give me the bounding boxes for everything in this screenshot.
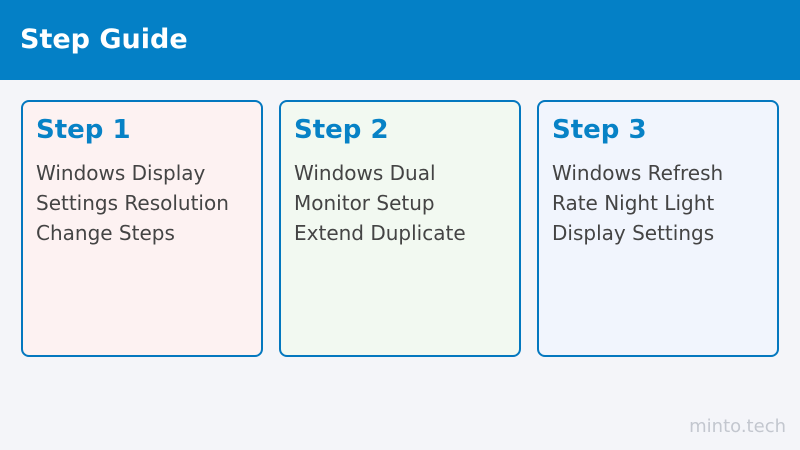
step-card-body-line: Windows Refresh [552,161,724,185]
step-card-body-line: Monitor Setup [294,191,435,215]
brand-watermark: minto.tech [689,416,786,437]
step-card-body-line: Display Settings [552,221,715,245]
step-card-title: Step 2 [294,115,389,145]
step-card-body-line: Windows Dual [294,161,436,185]
header-bar: Step Guide [0,0,800,80]
step-card-body: Windows Dual Monitor Setup Extend Duplic… [294,158,516,248]
page-title: Step Guide [20,24,188,55]
step-card-body-line: Windows Display [36,161,206,185]
step-card-title: Step 1 [36,115,131,145]
step-card-body: Windows Display Settings Resolution Chan… [36,158,258,248]
step-card-2: Step 2 Windows Dual Monitor Setup Extend… [279,100,521,357]
step-card-3: Step 3 Windows Refresh Rate Night Light … [537,100,779,357]
step-card-body: Windows Refresh Rate Night Light Display… [552,158,774,248]
step-card-1: Step 1 Windows Display Settings Resoluti… [21,100,263,357]
step-card-body-line: Rate Night Light [552,191,715,215]
step-card-body-line: Settings Resolution [36,191,229,215]
step-card-body-line: Change Steps [36,221,175,245]
step-card-title: Step 3 [552,115,647,145]
step-card-body-line: Extend Duplicate [294,221,466,245]
